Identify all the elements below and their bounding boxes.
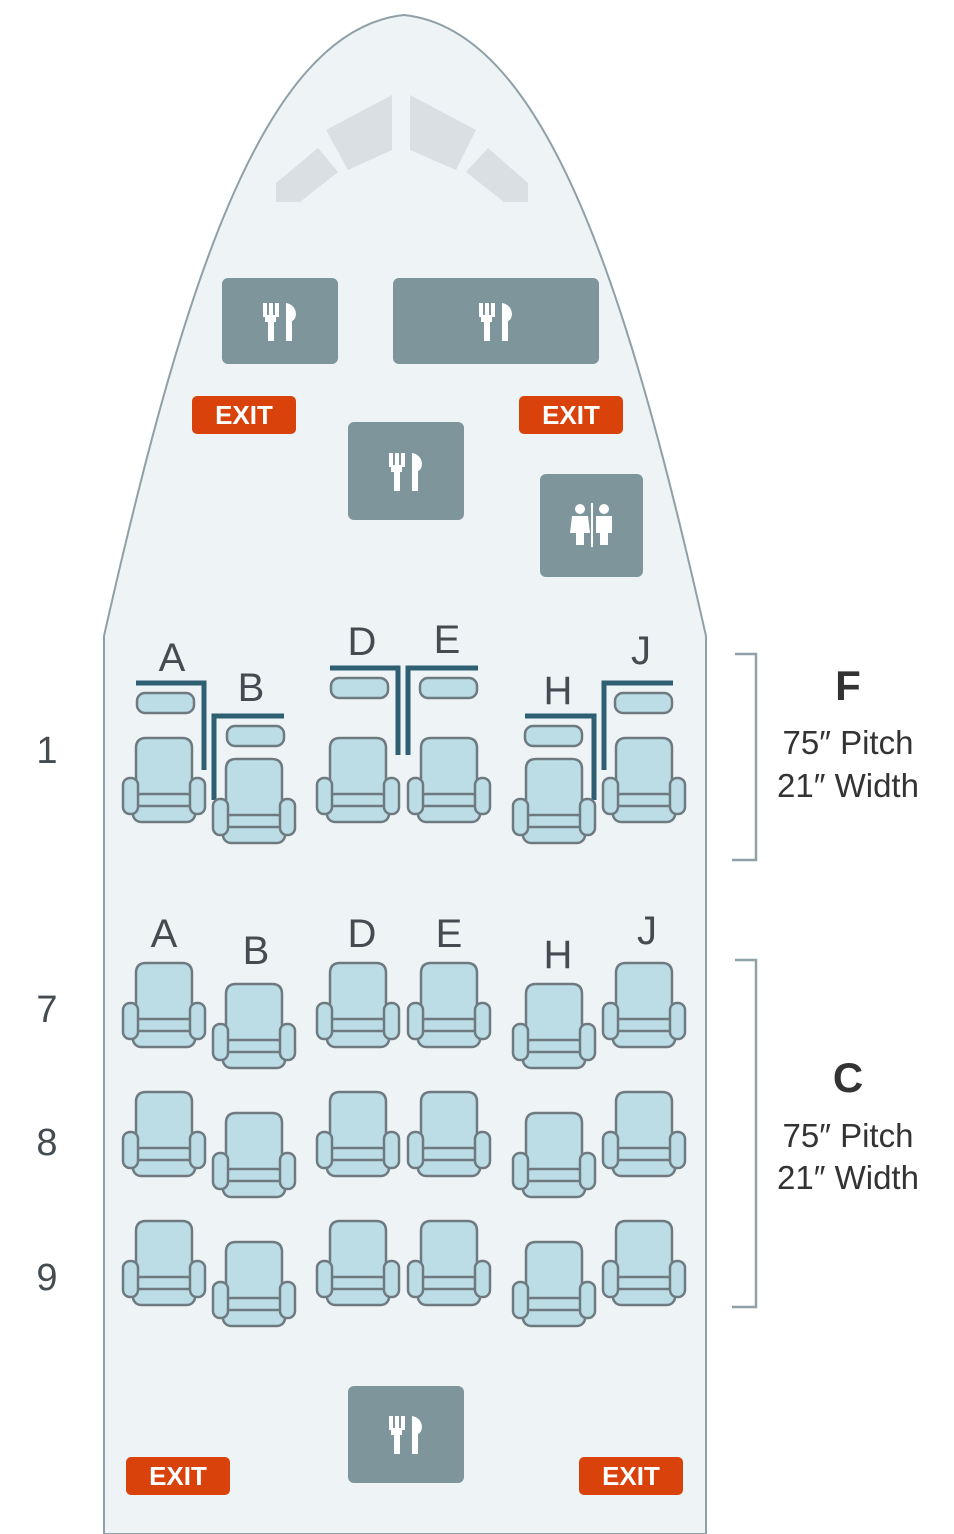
seat-7D[interactable] (315, 961, 401, 1049)
seat-letter: J (631, 629, 651, 673)
cabin-bracket-first: F 75″ Pitch 21″ Width (732, 652, 919, 862)
seat-trays-first (135, 676, 674, 748)
exit-badge-rear-right: EXIT (579, 1457, 683, 1495)
galley-icon (263, 303, 296, 341)
galley-2 (393, 278, 599, 364)
seat-letter: E (436, 912, 463, 956)
seat-letter: B (243, 929, 270, 973)
cabin-pitch: 75″ Pitch (783, 724, 914, 761)
exit-badge-rear-left: EXIT (126, 1457, 230, 1495)
seat-letters-first: A B D E H J (159, 618, 651, 713)
galley-4 (348, 1386, 464, 1483)
galley-icon (389, 1416, 422, 1454)
row-number: 8 (36, 1122, 57, 1164)
seat-letter: D (348, 912, 377, 956)
row-numbers: 1 7 8 9 (36, 730, 57, 1299)
cabin-code: F (835, 662, 861, 709)
seat-letter: E (434, 618, 461, 662)
seat-1J[interactable] (601, 736, 687, 824)
seat-7J[interactable] (601, 961, 687, 1049)
seat-1D[interactable] (315, 736, 401, 824)
lavatory-icon (570, 503, 612, 547)
svg-text:EXIT: EXIT (542, 400, 600, 430)
seat-8E[interactable] (406, 1090, 492, 1178)
seat-9A[interactable] (121, 1219, 207, 1307)
seat-7B[interactable] (211, 982, 297, 1070)
seat-8J[interactable] (601, 1090, 687, 1178)
svg-text:EXIT: EXIT (215, 400, 273, 430)
galley-1 (222, 278, 338, 364)
row-number: 9 (36, 1257, 57, 1299)
seat-8B[interactable] (211, 1111, 297, 1199)
seat-8A[interactable] (121, 1090, 207, 1178)
seat-1H[interactable] (511, 757, 597, 845)
seat-letter: B (238, 666, 265, 710)
exit-badge-front-right: EXIT (519, 396, 623, 434)
seat-letters-business: A B D E H J (151, 909, 657, 977)
seat-letter: A (151, 912, 178, 956)
exit-badge-front-left: EXIT (192, 396, 296, 434)
seat-1B[interactable] (211, 757, 297, 845)
row-number: 1 (36, 730, 57, 772)
seat-8D[interactable] (315, 1090, 401, 1178)
seat-9B[interactable] (211, 1240, 297, 1328)
cabin-pitch: 75″ Pitch (783, 1117, 914, 1154)
seat-1E[interactable] (406, 736, 492, 824)
seat-9H[interactable] (511, 1240, 597, 1328)
seat-dividers-first (136, 665, 673, 800)
cabin-width: 21″ Width (777, 767, 919, 804)
seat-letter: A (159, 636, 186, 680)
seat-7E[interactable] (406, 961, 492, 1049)
seat-9E[interactable] (406, 1219, 492, 1307)
svg-text:EXIT: EXIT (602, 1461, 660, 1491)
seat-9D[interactable] (315, 1219, 401, 1307)
cabin-bracket-business: C 75″ Pitch 21″ Width (732, 958, 919, 1309)
seat-letter: J (637, 909, 657, 953)
cockpit-windows (276, 95, 528, 202)
cabin-width: 21″ Width (777, 1159, 919, 1196)
seat-letter: H (544, 669, 573, 713)
seat-1A[interactable] (121, 736, 207, 824)
lavatory-1 (540, 474, 643, 577)
row-number: 7 (36, 989, 57, 1031)
seat-letter: D (348, 620, 377, 664)
seat-8H[interactable] (511, 1111, 597, 1199)
galley-icon (389, 453, 422, 491)
cabin-code: C (833, 1054, 863, 1101)
seat-7A[interactable] (121, 961, 207, 1049)
seat-letter: H (544, 933, 573, 977)
seat-7H[interactable] (511, 982, 597, 1070)
galley-icon (479, 303, 512, 341)
seat-9J[interactable] (601, 1219, 687, 1307)
galley-3 (348, 422, 464, 520)
svg-text:EXIT: EXIT (149, 1461, 207, 1491)
seats (121, 736, 687, 1328)
